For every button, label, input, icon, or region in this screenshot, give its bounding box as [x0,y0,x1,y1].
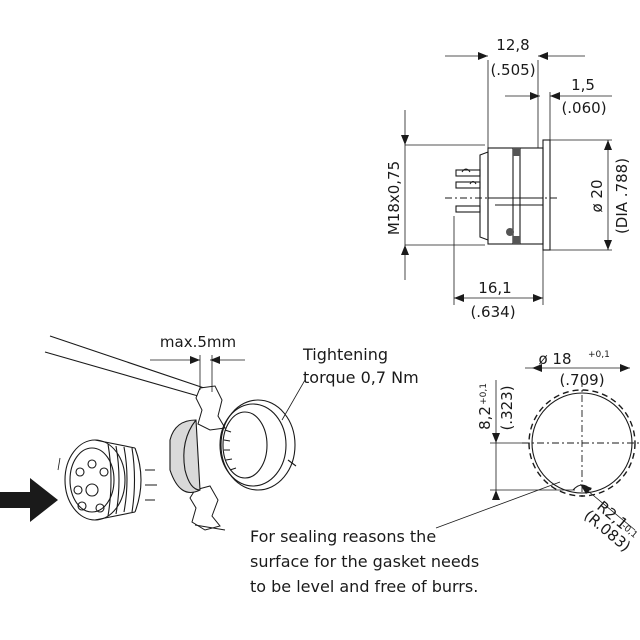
dim-flat-height: 8,2 [476,406,494,430]
nut-outer [220,399,296,491]
section-hatch [513,148,520,156]
arrow-icon [530,92,540,100]
arrow-icon [492,433,500,443]
connector-pin [75,467,85,477]
solder-cup [461,168,477,185]
arrow-icon [492,490,500,500]
nut-note-line1: Tightening [302,345,388,364]
leader-line-radius [581,485,636,531]
pin [455,205,481,213]
nut-notch [287,459,297,467]
arrow-icon [538,52,548,60]
nut-outer-2 [219,403,287,487]
connector-pin [87,459,97,469]
dim-width-total: 12,8 [496,36,529,54]
tick-line [57,457,61,471]
nut-thread [223,429,237,471]
dim-flat-height-inch: (.323) [498,385,516,430]
sealing-note-line1: For sealing reasons the [250,527,436,546]
connector-pin-center [85,483,99,497]
leader-line [281,379,306,421]
connector-pin [73,485,83,495]
dim-hole-diameter: ø 18 [538,350,571,368]
arrow-icon [533,294,543,302]
dim-thread: M18x0,75 [385,161,403,235]
connector-face-outer [64,439,126,521]
dim-diameter-inch: (DIA .788) [613,158,631,234]
connector-pin [77,501,87,511]
dim-flat-height-tolerance: +0,1 [479,383,489,405]
arrow-icon [550,92,560,100]
connector-back [134,447,142,513]
nut-inner [222,411,268,479]
connector-rear [479,151,489,241]
connector-flange [542,139,551,251]
assembly-view: max.5mm Tightening torque 0,7 Nm [0,333,419,531]
arrow-icon [532,364,542,372]
dim-flange-inch: (.060) [561,99,606,117]
arrow-icon [620,364,630,372]
connector-pin [99,467,109,477]
dim-flange: 1,5 [571,76,595,94]
connector-face-inner [69,447,115,513]
arrow-icon [454,294,464,302]
arrow-icon [478,52,488,60]
dim-hole-diameter-tolerance: +0,1 [588,350,610,360]
panel-foam-top [195,385,226,431]
dim-width-total-inch: (.505) [490,61,535,79]
connector-thread [107,443,136,517]
insert-direction-arrow-icon [0,478,58,522]
arrow-icon [580,484,592,494]
panel-edge-top-inner [44,351,206,399]
arrow-icon [401,245,409,255]
pin [455,169,481,177]
sealing-note-line2: surface for the gasket needs [250,552,479,571]
arrow-icon [604,140,612,150]
panel-edge-top [49,335,211,391]
panel-edge [194,524,226,531]
connector-body-edge [94,439,136,521]
dim-depth: 16,1 [478,279,511,297]
connector-pin [95,503,105,513]
nut-note-line2: torque 0,7 Nm [303,368,419,387]
dim-diameter: ø 20 [588,179,606,212]
connector-body [487,147,544,245]
o-ring [506,228,514,236]
arrow-icon [190,356,200,364]
connector-contacts [145,469,157,501]
panel-cutout-view: ø 18 +0,1 (.709) 8,2 +0,1 (.323) R2,1 -0… [435,350,640,555]
arrow-icon [401,135,409,145]
arrow-icon [210,356,220,364]
arrow-icon [604,240,612,250]
pin [455,181,481,189]
panel-cutout [169,419,201,494]
sealing-note-line3: to be level and free of burrs. [250,577,478,596]
dim-max-thickness: max.5mm [160,333,236,351]
section-hatch [513,236,520,244]
leader-line-note [435,481,561,529]
connector-side-view: 12,8 (.505) 1,5 (.060) M18x0,75 ø 20 (DI… [385,36,631,321]
panel-cutout-edge [183,419,201,491]
dim-depth-inch: (.634) [470,303,515,321]
